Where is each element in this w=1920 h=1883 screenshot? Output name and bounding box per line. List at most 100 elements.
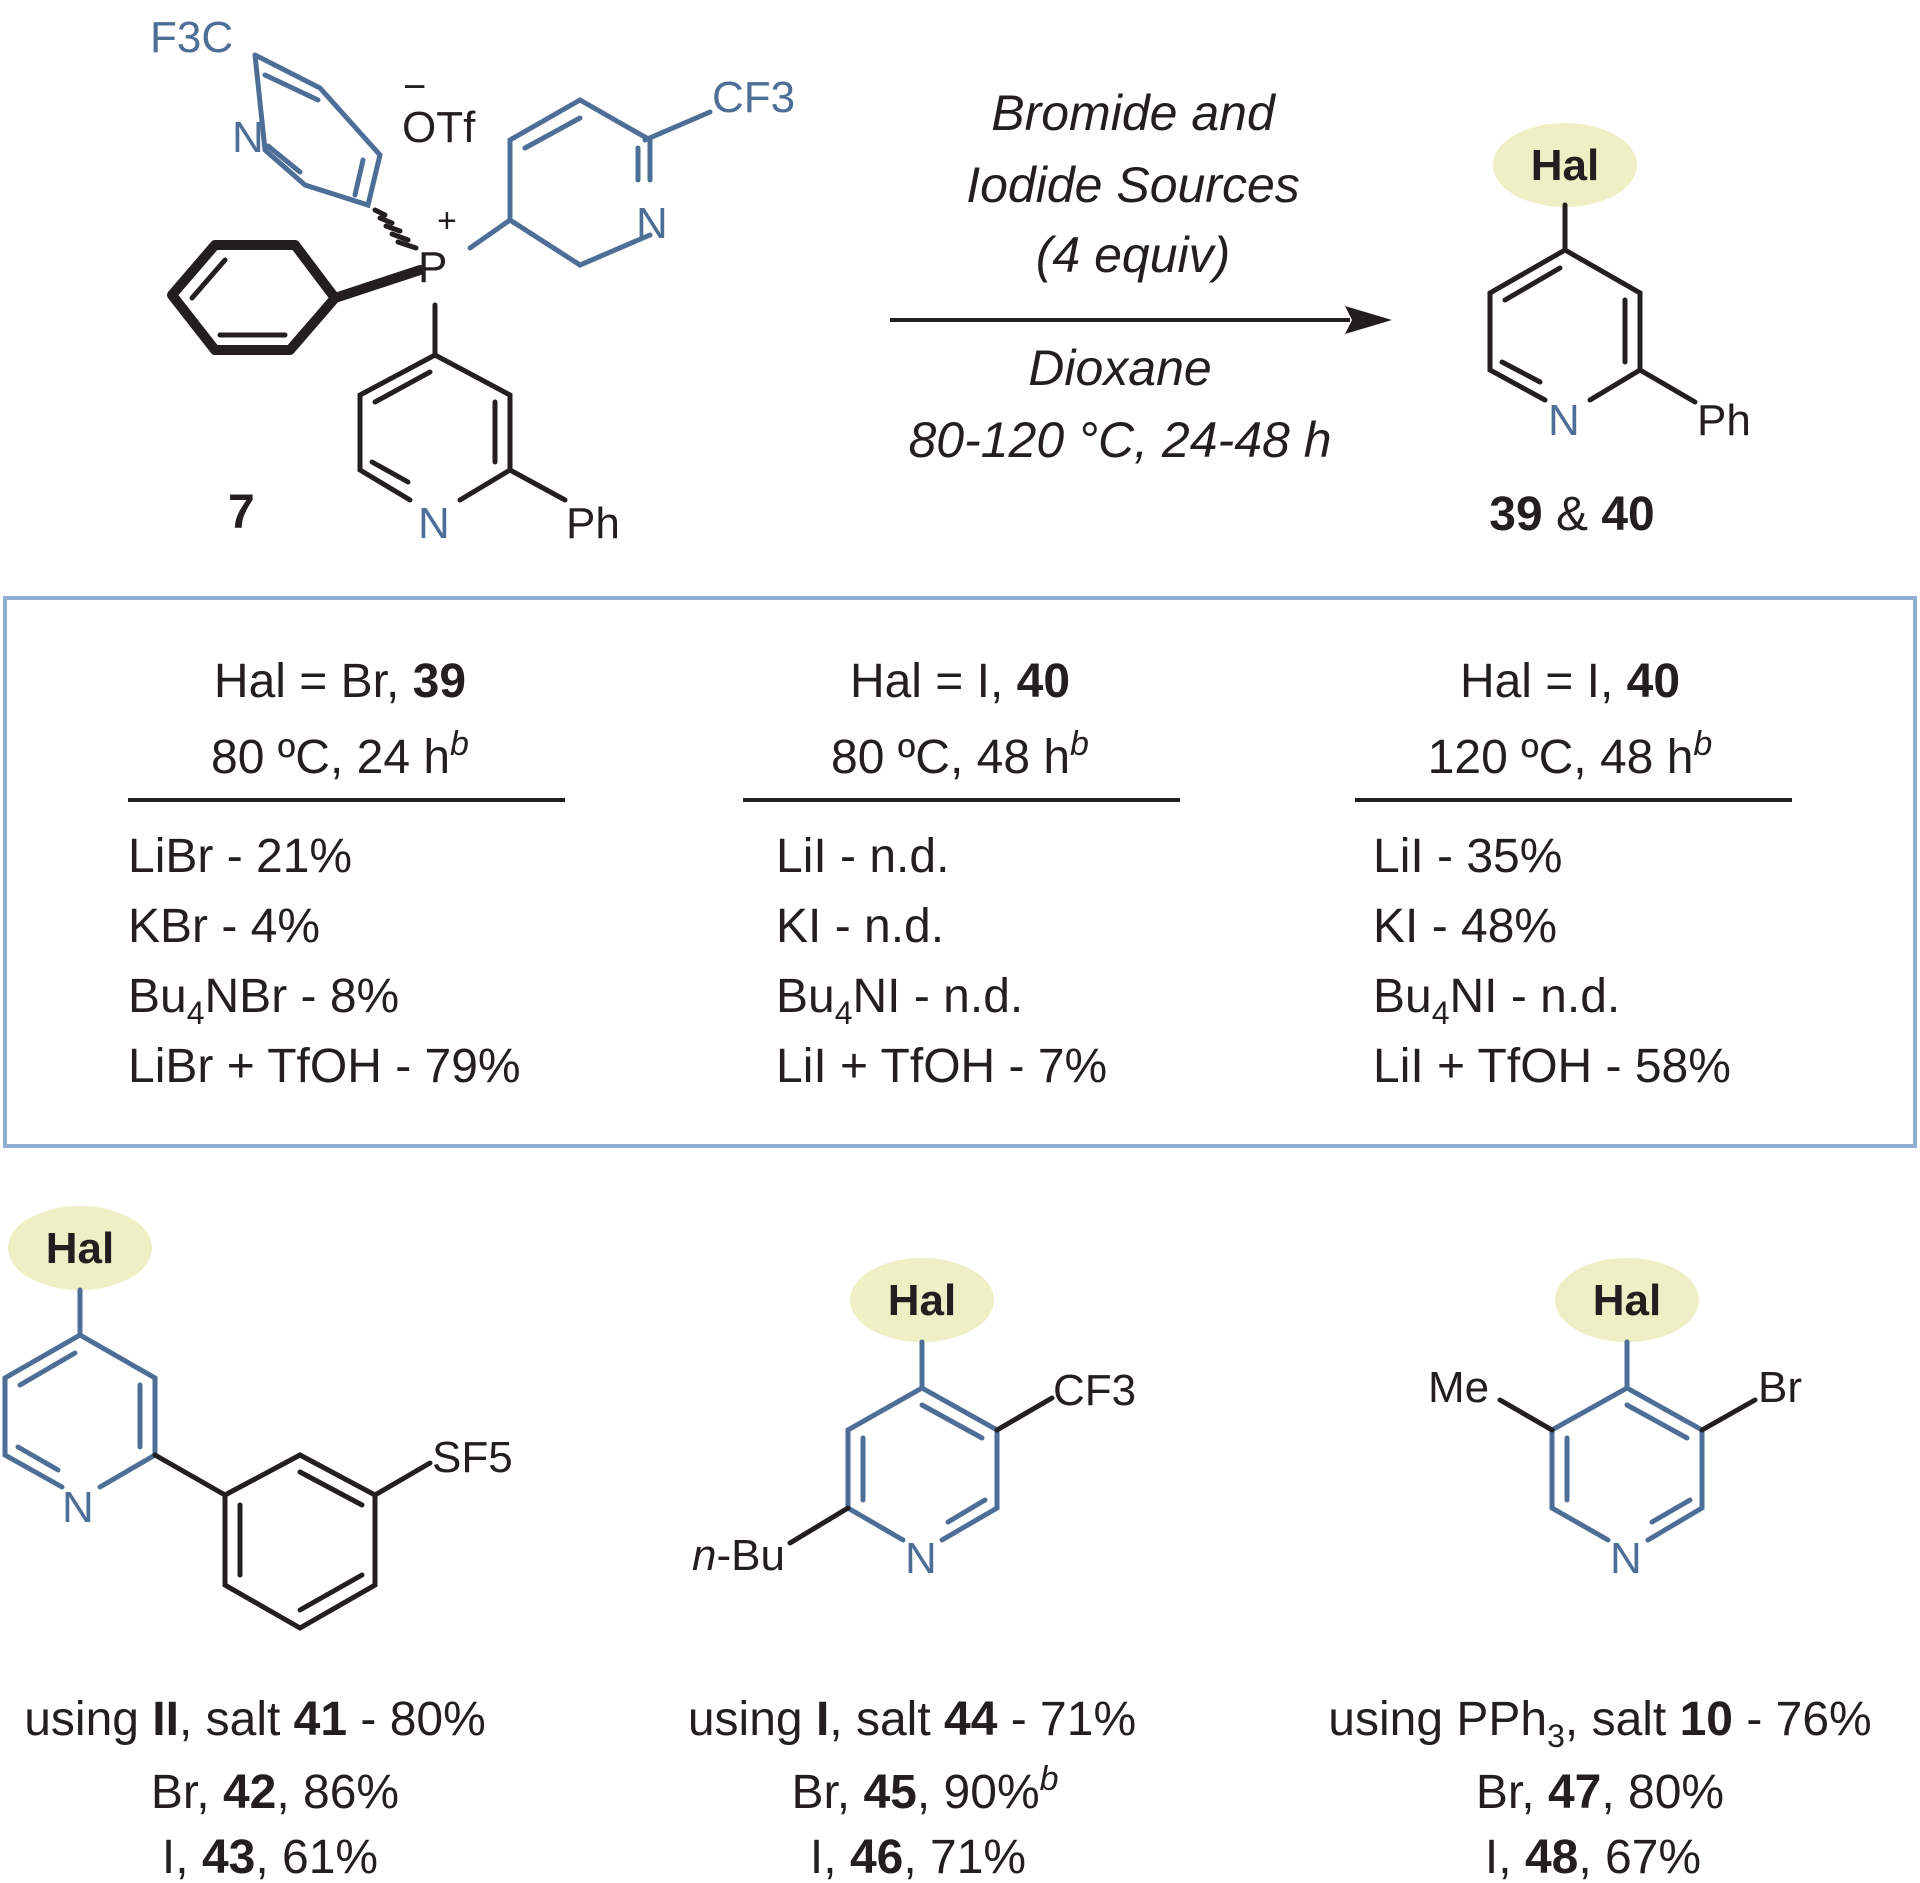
row-3-post: NI - n.d. (853, 970, 1024, 1023)
hal-highlight (8, 1206, 152, 1290)
reagent: I (816, 1693, 829, 1746)
column-1-row-4: LiBr + TfOH - 79% (128, 1040, 521, 1093)
column-1-row-1: LiBr - 21% (128, 830, 352, 883)
counterion-otf: OTf (402, 103, 476, 152)
br-number: 42 (223, 1766, 276, 1819)
conditions-line-1: Bromide and (991, 85, 1277, 141)
row-3-pre: Bu (128, 970, 187, 1023)
nbu-n: n (692, 1531, 716, 1580)
compound-number-7: 7 (228, 486, 255, 539)
row-3-pre: Bu (776, 970, 835, 1023)
caption-i: I, 43, 61% (162, 1831, 378, 1883)
br-footnote: b (1040, 1760, 1059, 1798)
br-label: Br, (1476, 1766, 1548, 1819)
br-number: 45 (863, 1766, 916, 1819)
salt-number: 44 (944, 1693, 998, 1746)
row-3-sub: 4 (1432, 995, 1450, 1031)
counterion-charge: − (403, 65, 426, 109)
caption-i: I, 48, 67% (1485, 1831, 1701, 1883)
column-3-row-1: LiI - 35% (1373, 830, 1562, 883)
product-numbers: 39 & 40 (1489, 488, 1654, 541)
conditions-line-2: Iodide Sources (966, 157, 1300, 213)
column-2-number: 40 (1017, 655, 1070, 708)
cf3-pyridine-ring (467, 97, 713, 268)
sf5-label: SF5 (432, 1433, 513, 1482)
table-column-2: Hal = I, 40 80 ºC, 48 hb LiI - n.d. KI -… (743, 655, 1180, 1093)
hal-label: Hal (46, 1224, 114, 1273)
br-label: Br, (151, 1766, 223, 1819)
i-label: I, (162, 1831, 202, 1883)
salt-yield: - 76% (1733, 1693, 1872, 1746)
i-number: 43 (202, 1831, 255, 1883)
column-2-row-3: Bu4NI - n.d. (776, 970, 1023, 1031)
product-number-39: 39 (1489, 488, 1542, 541)
column-3-hal: Hal = I, (1460, 655, 1627, 708)
nbu-bu: -Bu (716, 1531, 784, 1580)
hal-label: Hal (1531, 141, 1599, 190)
reaction-arrow-head (1345, 306, 1392, 334)
product-pyridine-ring (1487, 202, 1698, 405)
i-yield: , 67% (1578, 1831, 1701, 1883)
hashed-bond (372, 207, 419, 251)
hashed-pyridine-ring (252, 52, 383, 209)
example-2-caption: using I, salt 44 - 71% Br, 45, 90%b I, 4… (688, 1693, 1136, 1883)
row-3-pre: Bu (1373, 970, 1432, 1023)
caption-br: Br, 47, 80% (1476, 1766, 1724, 1819)
hal-highlight (850, 1258, 994, 1342)
column-2-hal: Hal = I, (850, 655, 1017, 708)
column-2-row-4: LiI + TfOH - 7% (776, 1040, 1107, 1093)
phosphonium-salt-7: F3C N P + − OTf N CF3 (150, 13, 795, 548)
me-label: Me (1428, 1363, 1489, 1412)
pyridine-n-right: N (636, 199, 668, 248)
using: using PPh (1328, 1693, 1547, 1746)
column-2-conditions: 80 ºC, 48 hb (831, 725, 1089, 784)
column-2-header: Hal = I, 40 (850, 655, 1070, 708)
conditions-line-5: 80-120 °C, 24-48 h (908, 412, 1331, 468)
example-cf3-nbu: Hal N CF3 n-Bu (692, 1258, 1136, 1583)
hal-label: Hal (1593, 1276, 1661, 1325)
column-3-number: 40 (1627, 655, 1680, 708)
conditions-line-4: Dioxane (1028, 340, 1211, 396)
column-1-hal: Hal = Br, (214, 655, 413, 708)
caption-i: I, 46, 71% (810, 1831, 1026, 1883)
row-3-post: NI - n.d. (1450, 970, 1621, 1023)
column-3-row-3: Bu4NI - n.d. (1373, 970, 1620, 1031)
results-table-frame (3, 596, 1917, 1148)
cf3-nbu-pyridine-ring (787, 1339, 1055, 1546)
caption-salt: using PPh3, salt 10 - 76% (1328, 1693, 1871, 1754)
cf3-top-label: F3C (150, 13, 233, 62)
i-label: I, (1485, 1831, 1525, 1883)
column-2-row-2: KI - n.d. (776, 900, 944, 953)
example-1-caption: using II, salt 41 - 80% Br, 42, 86% I, 4… (24, 1693, 486, 1883)
hal-highlight (1555, 1258, 1699, 1342)
column-3-footnote: b (1693, 725, 1712, 763)
br-number: 47 (1548, 1766, 1601, 1819)
reaction-conditions: Bromide and Iodide Sources (4 equiv) Dio… (890, 85, 1392, 468)
pyridine-n: N (62, 1483, 94, 1532)
column-3-row-4: LiI + TfOH - 58% (1373, 1040, 1731, 1093)
sf5-phenyl-ring (152, 1452, 433, 1631)
row-3-sub: 4 (187, 995, 205, 1031)
salt-yield: - 71% (997, 1693, 1136, 1746)
hal-label: Hal (888, 1276, 956, 1325)
i-yield: , 61% (255, 1831, 378, 1883)
pyridine-n-bottom: N (418, 499, 450, 548)
salt-text: , salt (179, 1693, 294, 1746)
pyridine-n-top: N (232, 113, 264, 162)
column-1-header: Hal = Br, 39 (214, 655, 466, 708)
product-number-40: 40 (1601, 488, 1654, 541)
salt-number: 41 (294, 1693, 347, 1746)
column-3-row-2: KI - 48% (1373, 900, 1557, 953)
pyridine-n: N (1610, 1534, 1642, 1583)
phenyl-ring (167, 240, 425, 355)
cf3-label: CF3 (1053, 1366, 1136, 1415)
using: using (24, 1693, 152, 1746)
conditions-line-3: (4 equiv) (1036, 227, 1231, 283)
hal-highlight (1493, 123, 1637, 207)
row-3-sub: 4 (835, 995, 853, 1031)
sf5-pyridine-ring (2, 1287, 158, 1490)
table-column-1: Hal = Br, 39 80 ºC, 24 hb LiBr - 21% KBr… (128, 655, 565, 1093)
br-label: Br, (791, 1766, 863, 1819)
column-2-footnote: b (1070, 725, 1089, 763)
reagent: II (152, 1693, 179, 1746)
